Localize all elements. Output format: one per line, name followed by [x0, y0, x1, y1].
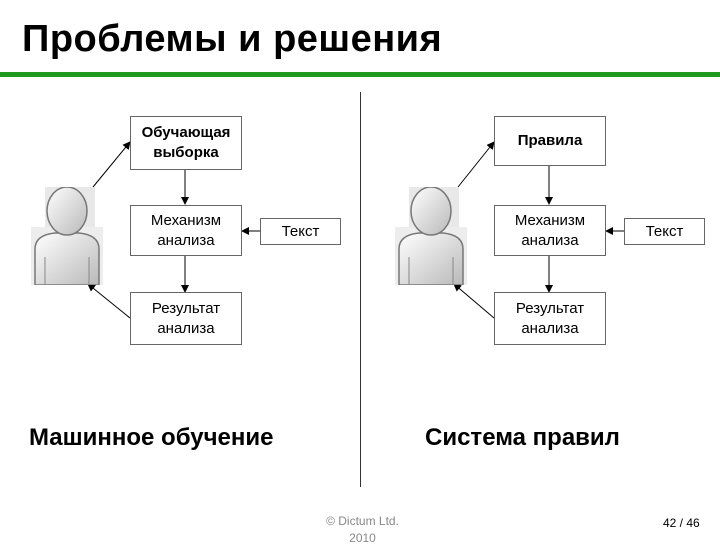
user-icon-left [31, 186, 103, 290]
text-box-left: Текст [260, 218, 341, 245]
page-number: 42 / 46 [663, 516, 700, 530]
title-rule [0, 72, 720, 77]
panel-divider [360, 92, 361, 487]
arrow-result-to-user-right [453, 283, 495, 319]
training-set-box: Обучающая выборка [130, 116, 242, 170]
caption-rule-system: Система правил [425, 424, 620, 451]
page-title: Проблемы и решения [22, 18, 443, 60]
arrow-result-to-user [87, 283, 131, 319]
footer-copyright: © Dictum Ltd. 2010 [326, 514, 399, 545]
result-box-right: Результат анализа [494, 292, 606, 345]
caption-machine-learning: Машинное обучение [29, 424, 274, 451]
result-box-left: Результат анализа [130, 292, 242, 345]
text-box-right: Текст [624, 218, 705, 245]
analysis-engine-box-left: Механизм анализа [130, 205, 242, 256]
user-icon-right [395, 186, 467, 290]
analysis-engine-box-right: Механизм анализа [494, 205, 606, 256]
arrow-user-to-rules [457, 141, 495, 188]
rules-box: Правила [494, 116, 606, 166]
arrow-user-to-training [92, 141, 131, 188]
